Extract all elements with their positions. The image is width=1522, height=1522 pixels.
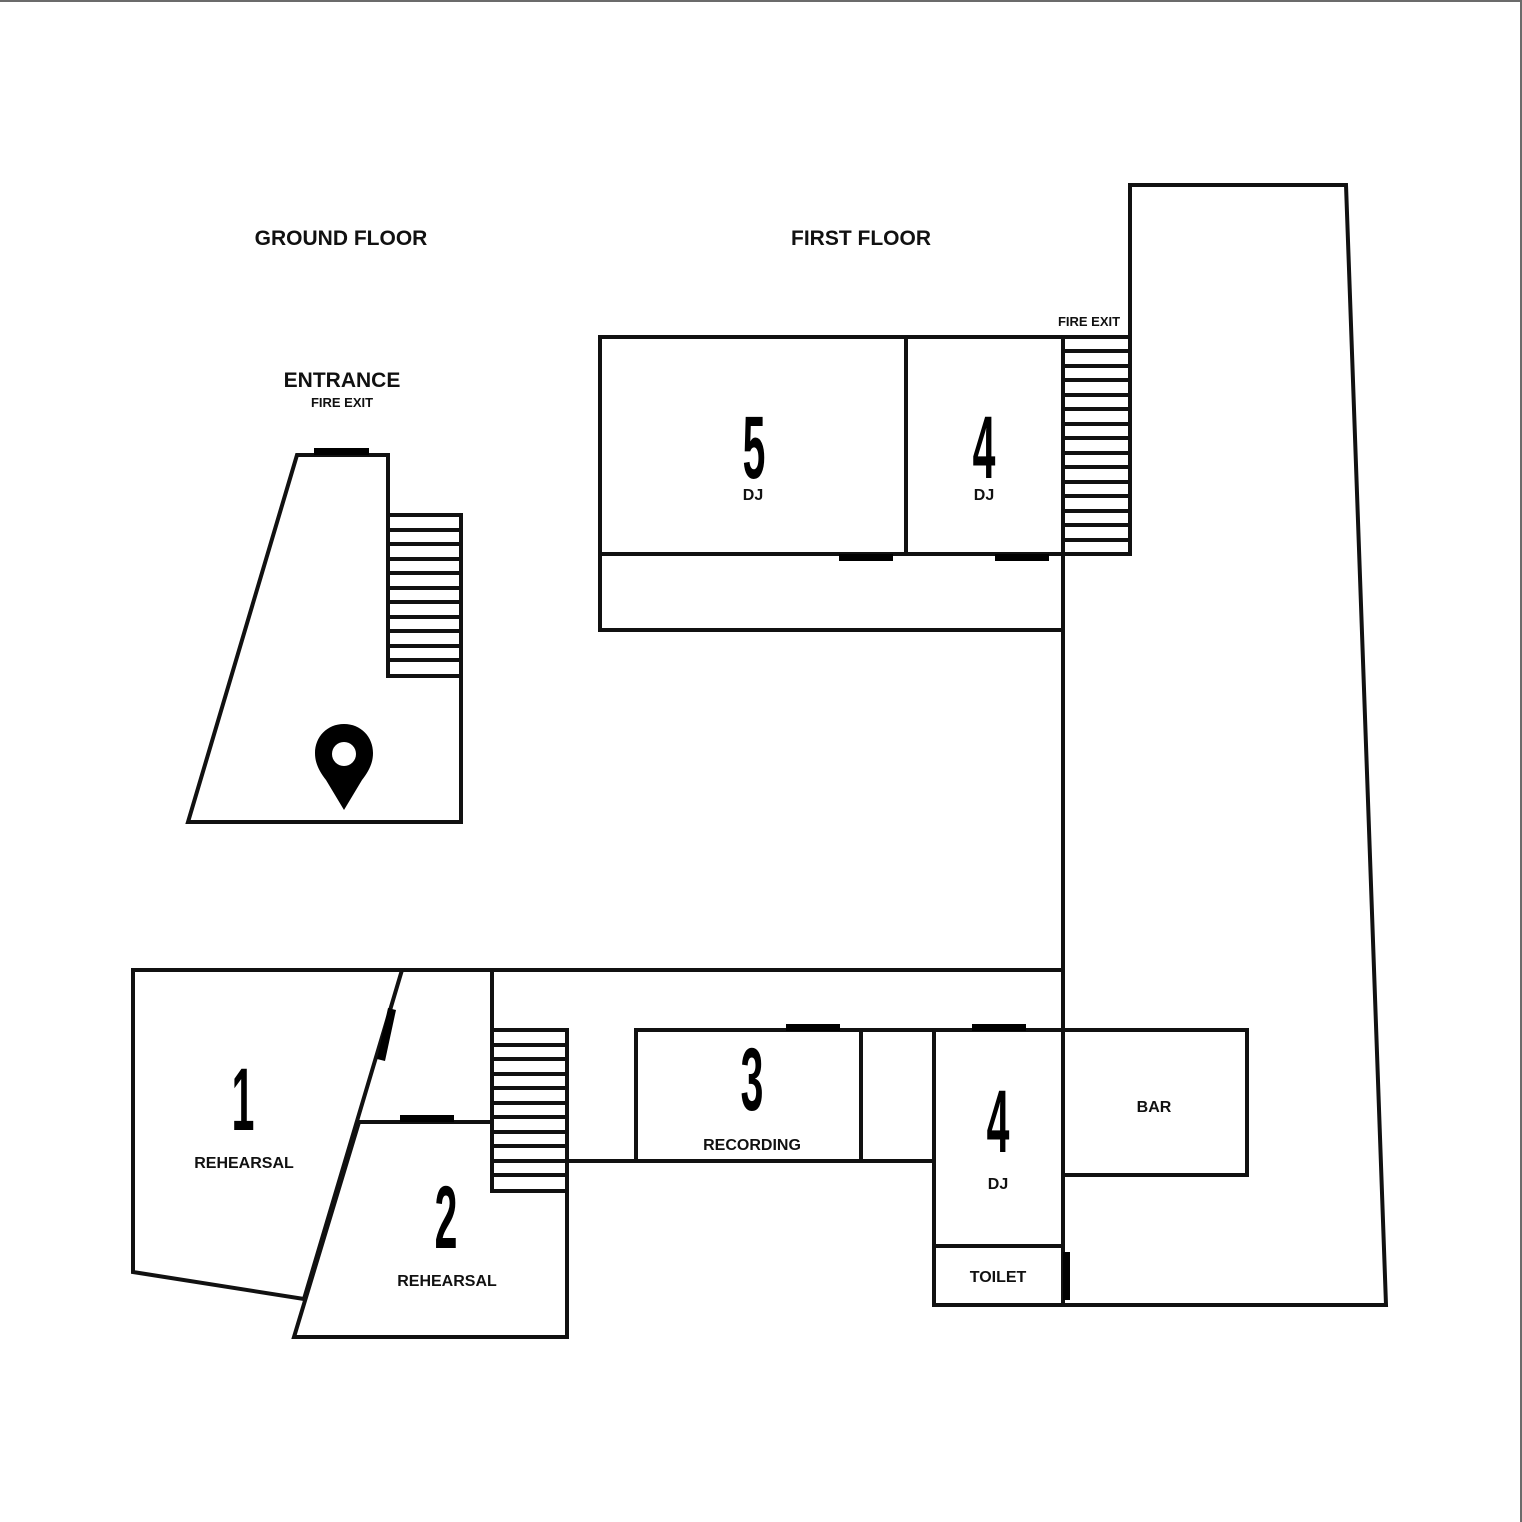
bar-name: BAR [1137,1099,1172,1116]
room-4-lower-name: DJ [988,1176,1008,1193]
first-floor-title: FIRST FLOOR [791,227,931,250]
room-4-lower-number: 4 [987,1071,1010,1171]
entrance-fire-exit-label: FIRE EXIT [311,395,373,410]
entrance-stairs-outline [386,513,463,678]
first-floor-fire-exit-label: FIRE EXIT [1058,314,1120,329]
room-5-name: DJ [743,487,763,504]
room-2-name: REHEARSAL [397,1273,497,1290]
room-3-door[interactable] [786,1024,840,1031]
lower-stairs-outline [490,1028,569,1193]
room-2-outline [291,1120,569,1339]
lower-corridor [133,968,1063,1163]
ground-floor-title: GROUND FLOOR [255,227,428,250]
room-5-number: 5 [743,397,766,497]
room-1[interactable]: 1 REHEARSAL [131,968,405,1302]
lower-stairs[interactable] [490,1028,569,1193]
room-4-upper-number: 4 [973,397,996,497]
room-4-upper-door[interactable] [995,554,1049,561]
room-1-outline [131,968,405,1302]
room-3-outline [634,1028,863,1163]
room-4-lower[interactable]: 4 DJ [932,1028,1065,1248]
bar-outline [1061,1028,1249,1177]
room-4-upper[interactable]: 4 DJ [973,397,996,504]
toilet[interactable]: TOILET [932,1244,1065,1307]
bar[interactable]: BAR [1061,1028,1249,1177]
fire-exit-stairs[interactable] [1061,335,1132,556]
room-3-name: RECORDING [703,1137,801,1154]
toilet-door[interactable] [1063,1252,1070,1300]
room-5[interactable]: 5 DJ [743,397,766,504]
room-1-door[interactable] [377,1008,396,1061]
entrance-label: ENTRANCE [284,369,401,392]
entrance-stairs[interactable] [386,513,463,678]
room-2-number: 2 [435,1167,458,1267]
main-hall-outline [1063,183,1389,1307]
room-4-upper-name: DJ [974,487,994,504]
fire-exit-stairs-outline [1061,335,1132,556]
room-1-name: REHEARSAL [194,1155,294,1172]
entrance-door[interactable] [314,448,369,455]
room-3-number: 3 [741,1029,764,1129]
room-5-door[interactable] [839,554,893,561]
room-1-number: 1 [232,1049,255,1149]
room-3[interactable]: 3 RECORDING [634,1028,863,1163]
room-2[interactable]: 2 REHEARSAL [291,1120,569,1339]
entrance-block[interactable]: ENTRANCE FIRE EXIT [185,369,463,824]
room-2-door[interactable] [400,1115,454,1122]
room-4-lower-door[interactable] [972,1024,1026,1031]
toilet-name: TOILET [970,1269,1027,1286]
map-pin-icon [315,724,373,810]
first-floor-upper-block: 5 DJ 4 DJ FIRE EXIT [598,314,1132,632]
